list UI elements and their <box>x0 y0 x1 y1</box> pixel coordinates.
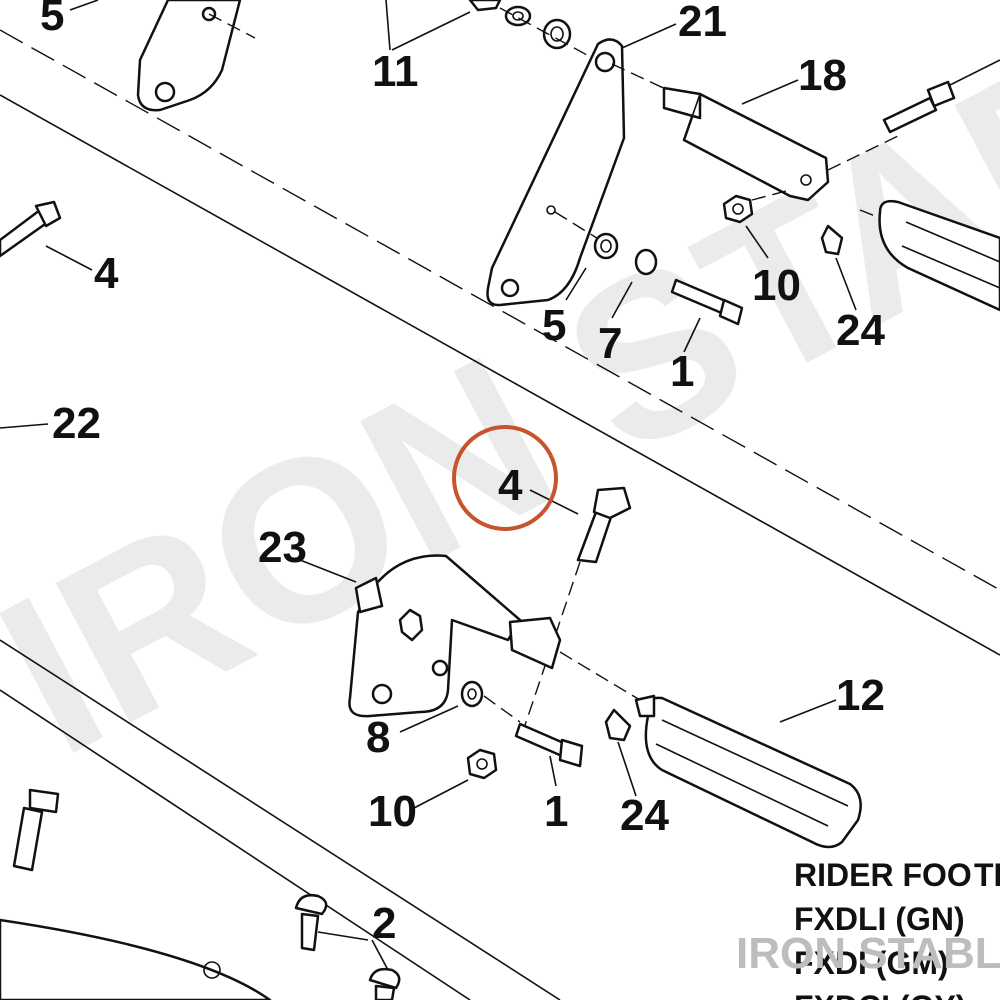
lower-left-parts <box>0 788 401 1000</box>
bolt-upper-right <box>882 59 1000 134</box>
legend-line-4: FXDCI (GY) <box>794 989 966 1000</box>
clip-upper <box>820 224 844 256</box>
footpeg-lower <box>634 694 862 849</box>
legend-line-1-extra: TR <box>974 857 1000 893</box>
lower-fasteners <box>460 680 632 780</box>
callout-21: 21 <box>678 0 727 46</box>
footpeg-upper-right <box>859 199 1000 312</box>
callout-12: 12 <box>836 671 885 720</box>
leader-lines <box>0 0 857 971</box>
watermark-small: IRON STABLE <box>736 929 1000 978</box>
lower-mount-bracket <box>348 554 641 718</box>
callout-24-bottom: 24 <box>620 791 669 840</box>
callout-10-top: 10 <box>752 261 801 310</box>
frame-lines <box>0 29 1000 1000</box>
callout-18: 18 <box>798 51 847 100</box>
callout-2: 2 <box>372 899 396 948</box>
callout-24-top: 24 <box>836 306 885 355</box>
footpeg-mount <box>662 86 901 202</box>
callout-23: 23 <box>258 523 307 572</box>
callout-1-bottom: 1 <box>544 787 568 836</box>
callout-5-center: 5 <box>542 301 566 350</box>
legend-line-1: RIDER FOO <box>794 857 972 893</box>
legend-line-3: FXDI (GM) <box>794 945 949 981</box>
callout-4-highlighted: 4 <box>498 461 523 510</box>
callout-11: 11 <box>372 47 419 96</box>
legend-line-2: FXDLI (GN) <box>794 901 965 937</box>
upper-left-bracket <box>136 0 256 112</box>
upper-mount-plate <box>486 38 673 307</box>
callout-10-bottom: 10 <box>368 787 417 836</box>
callout-22: 22 <box>52 399 101 448</box>
callout-1-top: 1 <box>670 347 694 396</box>
callout-5-top: 5 <box>40 0 64 40</box>
callout-7: 7 <box>598 319 622 368</box>
top-washers <box>468 0 601 63</box>
callout-8: 8 <box>366 713 390 762</box>
legend: RIDER FOO TR FXDLI (GN) FXDI (GM) FXDCI … <box>794 857 1000 1000</box>
callout-labels: 5 11 21 18 4 10 24 5 7 1 22 4 23 12 8 10… <box>40 0 885 948</box>
callout-4-left: 4 <box>94 249 119 298</box>
nut-upper <box>722 189 791 224</box>
upper-fasteners <box>593 232 744 326</box>
highlight-circle <box>452 425 558 531</box>
bolt-left <box>0 200 62 258</box>
